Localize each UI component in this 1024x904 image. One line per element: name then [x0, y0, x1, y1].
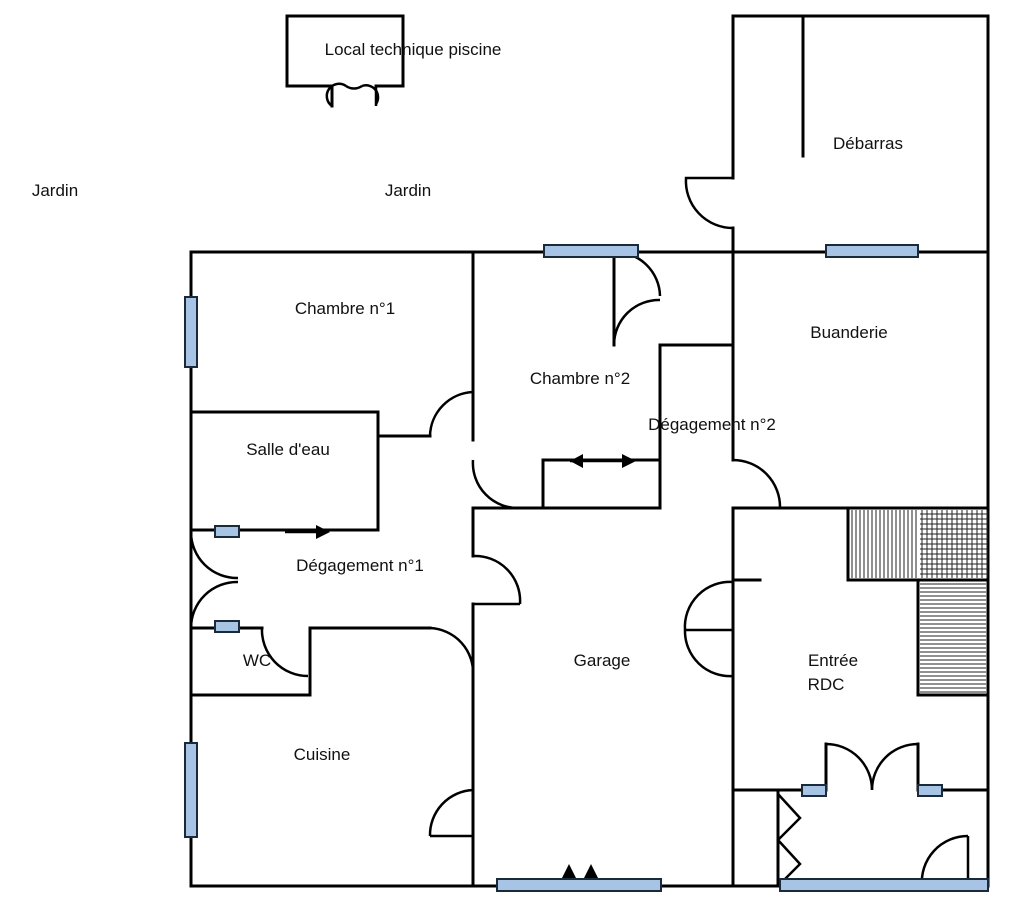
label-salle-eau: Salle d'eau — [246, 440, 330, 459]
window-salle-eau — [214, 525, 240, 538]
label-garage: Garage — [574, 651, 631, 670]
label-degagement1: Dégagement n°1 — [296, 556, 424, 575]
interior-walls — [189, 250, 990, 888]
label-buanderie: Buanderie — [810, 323, 888, 342]
direction-arrows — [285, 454, 636, 878]
door-swings — [189, 250, 970, 887]
window-cuisine — [184, 742, 198, 838]
label-entree-line2: RDC — [808, 675, 845, 694]
window-degagement — [214, 620, 240, 633]
label-entree-line1: Entrée — [808, 651, 858, 670]
label-wc: WC — [243, 651, 271, 670]
label-local-technique: Local technique piscine — [325, 40, 502, 59]
label-degagement2: Dégagement n°2 — [648, 415, 776, 434]
window-chambre2 — [543, 244, 639, 258]
label-debarras: Débarras — [833, 134, 903, 153]
label-chambre1: Chambre n°1 — [295, 299, 395, 318]
window-entree-right — [917, 784, 943, 797]
window-garage-door — [496, 878, 662, 892]
window-buanderie — [825, 244, 919, 258]
storage-room-walls — [684, 14, 990, 254]
room-labels: Local technique piscine Jardin Jardin Dé… — [32, 40, 903, 764]
label-jardin-left: Jardin — [32, 181, 78, 200]
windows — [184, 244, 989, 892]
window-entree-left — [801, 784, 827, 797]
label-jardin-center: Jardin — [385, 181, 431, 200]
label-cuisine: Cuisine — [294, 745, 351, 764]
window-porch — [779, 878, 989, 892]
stairs-hatching — [851, 510, 988, 693]
pool-technical-room — [285, 14, 405, 108]
label-chambre2: Chambre n°2 — [530, 369, 630, 388]
window-chambre1 — [184, 296, 198, 368]
